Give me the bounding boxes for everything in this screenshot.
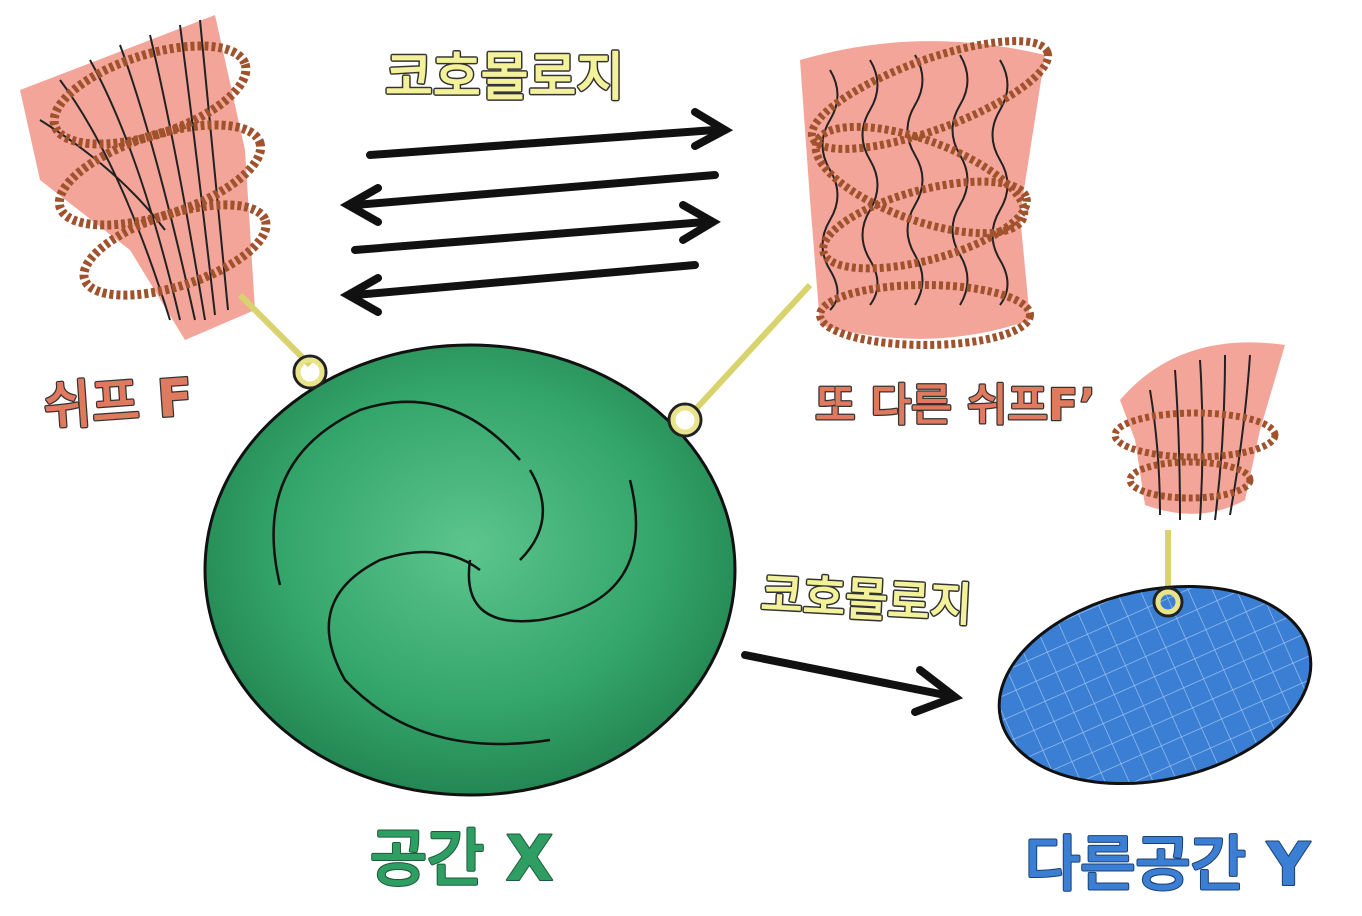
sheaf-y-drawing bbox=[1115, 342, 1285, 590]
space-x-shape bbox=[205, 345, 735, 795]
arrow-right-2 bbox=[355, 222, 705, 250]
cohomology-label-top: 코호몰로지 bbox=[385, 48, 624, 108]
arrow-left-2 bbox=[355, 265, 695, 295]
sheaf-f-label: 쉬프 F bbox=[42, 368, 195, 438]
space-x-label: 공간 X bbox=[370, 822, 553, 895]
another-sheaf-label: 또 다른 쉬프F’ bbox=[815, 380, 1096, 431]
another-sheaf-drawing bbox=[695, 19, 1059, 410]
sheaf-f-drawing bbox=[20, 15, 310, 365]
cohomology-label-bottom: 코호몰로지 bbox=[759, 567, 973, 632]
arrow-left-1 bbox=[355, 175, 715, 205]
arrow-x-to-y bbox=[745, 655, 945, 695]
arrow-right-1 bbox=[370, 130, 715, 155]
another-space-y-label: 다른공간 Y bbox=[1025, 830, 1312, 900]
